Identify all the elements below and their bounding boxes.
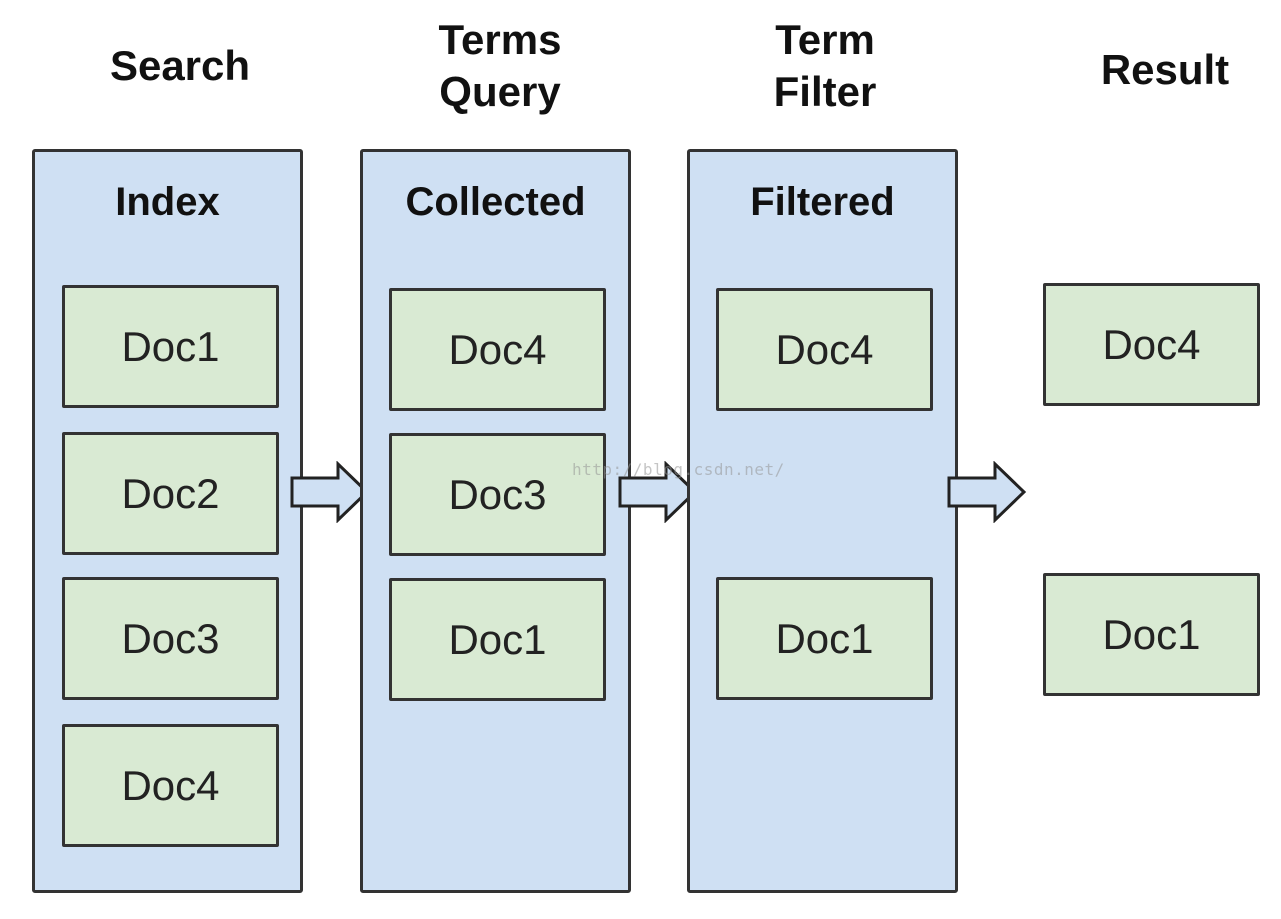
right-arrow-icon (290, 461, 370, 523)
heading-terms-query: Terms Query (400, 14, 600, 118)
collected-doc-2: Doc3 (389, 433, 606, 556)
index-doc-4: Doc4 (62, 724, 279, 847)
heading-term-filter-line1: Term (775, 16, 875, 63)
index-column: Index Doc1 Doc2 Doc3 Doc4 (32, 149, 303, 893)
heading-terms-query-line2: Query (439, 68, 561, 115)
collected-doc-1: Doc4 (389, 288, 606, 411)
heading-term-filter: Term Filter (725, 14, 925, 118)
result-doc-1: Doc4 (1043, 283, 1260, 406)
index-doc-2: Doc2 (62, 432, 279, 555)
heading-search-text: Search (109, 42, 251, 89)
heading-search: Search (80, 40, 280, 92)
right-arrow-icon (947, 461, 1027, 523)
heading-result: Result (1065, 44, 1265, 96)
index-doc-1: Doc1 (62, 285, 279, 408)
watermark-text: http://blog.csdn.net/ (572, 460, 785, 479)
filtered-doc-1: Doc4 (716, 288, 933, 411)
filtered-column-title: Filtered (750, 180, 895, 224)
collected-column: Collected Doc4 Doc3 Doc1 (360, 149, 631, 893)
index-column-title: Index (115, 180, 220, 224)
right-arrow-icon (618, 461, 698, 523)
index-doc-3: Doc3 (62, 577, 279, 700)
heading-terms-query-line1: Terms (438, 16, 562, 63)
filtered-doc-2: Doc1 (716, 577, 933, 700)
collected-doc-3: Doc1 (389, 578, 606, 701)
result-doc-2: Doc1 (1043, 573, 1260, 696)
collected-column-title: Collected (405, 180, 586, 224)
heading-term-filter-line2: Filter (773, 68, 877, 115)
filtered-column: Filtered Doc4 Doc1 (687, 149, 958, 893)
heading-result-text: Result (1100, 46, 1230, 93)
